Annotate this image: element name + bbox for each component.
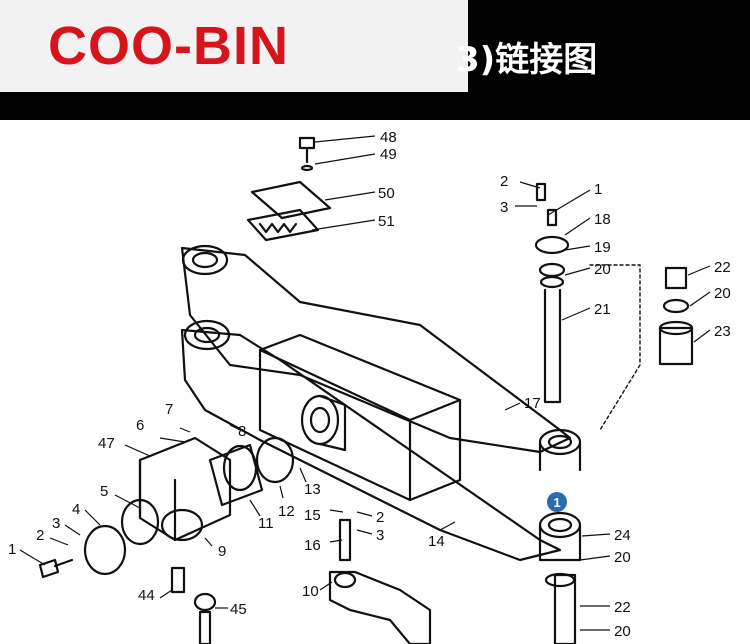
part-label: 14: [428, 533, 445, 550]
bushing-23: [658, 326, 694, 366]
page-title: 3)链接图: [456, 40, 598, 80]
part-label: 47: [98, 435, 115, 452]
boss-top-left: [181, 244, 229, 276]
part-label: 6: [136, 417, 144, 434]
part-label: 51: [378, 213, 395, 230]
part-label: 49: [380, 146, 397, 163]
axle-upper-arm: [180, 246, 572, 454]
part-label: 2: [376, 509, 384, 526]
part-label: 9: [218, 543, 226, 560]
callout-circle: [547, 492, 567, 512]
arm-10: [328, 570, 432, 644]
plate-50: [250, 180, 332, 220]
part-label: 17: [524, 395, 541, 412]
part-label: 3: [376, 527, 384, 544]
disc-5: [120, 498, 160, 546]
part-label: 16: [304, 537, 321, 554]
part-label: 22: [714, 259, 731, 276]
part-label: 12: [278, 503, 295, 520]
part-label: 24: [614, 527, 631, 544]
part-label: 19: [594, 239, 611, 256]
washer-19: [534, 235, 570, 255]
part-label: 5: [100, 483, 108, 500]
plate-51: [246, 208, 320, 242]
axle-lower-arm: [180, 328, 562, 562]
part-label: 18: [594, 211, 611, 228]
part-label: 15: [304, 507, 321, 524]
part-label: 1: [594, 181, 602, 198]
part-label: 44: [138, 587, 155, 604]
part-label: 20: [594, 261, 611, 278]
part-label: 20: [714, 285, 731, 302]
part-label: 4: [72, 501, 80, 518]
part-label: 48: [380, 129, 397, 146]
exploded-parts-diagram: 48 49 50 51 2 1 3 18 19 20 21 22 20 23 1…: [8, 129, 731, 644]
part-label: 11: [258, 515, 274, 532]
logo-box: COO-BIN: [0, 0, 468, 92]
part-label: 2: [500, 173, 508, 190]
part-label: 21: [594, 301, 611, 318]
part-label: 3: [52, 515, 60, 532]
callout-marker: 1: [547, 492, 567, 512]
part-label: 2: [36, 527, 44, 544]
part-label: 3: [500, 199, 508, 216]
part-label: 13: [304, 481, 321, 498]
part-label: 50: [378, 185, 395, 202]
bearing-22: [664, 266, 688, 290]
part-label: 7: [165, 401, 173, 418]
kingpin-21: [543, 288, 562, 404]
logo-text: COO-BIN: [48, 16, 289, 76]
disc-4: [83, 524, 127, 576]
part-label: 20: [614, 549, 631, 566]
part-label: 8: [238, 423, 246, 440]
part-label: 1: [8, 541, 16, 558]
pin-44: [170, 566, 186, 594]
washer-13: [255, 436, 295, 484]
knuckle-bottom: [538, 511, 582, 539]
part-label: 22: [614, 599, 631, 616]
part-label: 23: [714, 323, 731, 340]
part-label: 10: [302, 583, 319, 600]
callout-number: 1: [553, 495, 560, 510]
part-label: 45: [230, 601, 247, 618]
boss-mid-left: [183, 319, 231, 351]
part-label: 20: [614, 623, 631, 640]
sleeve-11: [208, 443, 264, 507]
bracket-47: [138, 436, 232, 542]
